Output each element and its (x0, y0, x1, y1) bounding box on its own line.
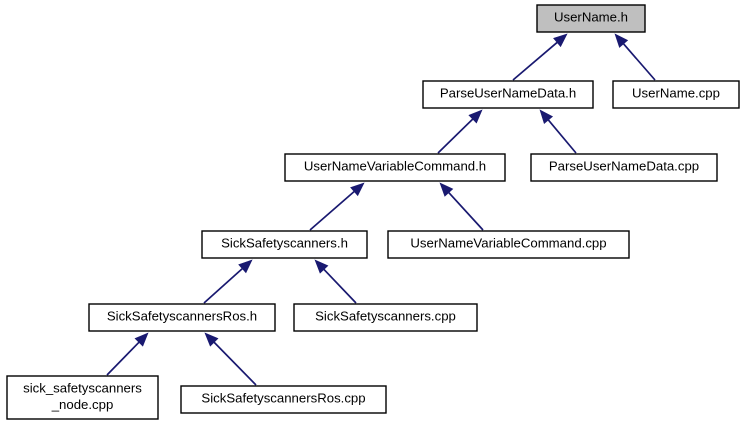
graph-node-sicksafetyscannersros-h[interactable]: SickSafetyscannersRos.hSickSafetyscanner… (88, 303, 276, 332)
edge-arrowhead-icon (614, 33, 629, 48)
node-box[interactable] (201, 230, 368, 259)
graph-node-usernamevariablecommand-h[interactable]: UserNameVariableCommand.hUserNameVariabl… (284, 153, 506, 182)
node-label-line: UserName.cpp (632, 86, 720, 101)
dependency-edge (437, 109, 483, 154)
node-box[interactable] (387, 230, 630, 259)
node-label-line: UserNameVariableCommand.h (304, 159, 486, 174)
graph-node-sicksafetyscannersros-cpp[interactable]: SickSafetyscannersRos.cppSickSafetyscann… (180, 385, 387, 414)
graph-node-parseusernamedata-cpp[interactable]: ParseUserNameData.cppParseUserNameData.c… (530, 153, 718, 182)
node-label: SickSafetyscanners.cpp (315, 309, 456, 324)
edge-arrowhead-icon (553, 33, 568, 48)
node-label-line: SickSafetyscanners.cpp (315, 309, 456, 324)
edges-layer (106, 33, 656, 386)
node-box[interactable] (88, 303, 276, 332)
edge-line (622, 43, 656, 81)
edge-arrowhead-icon (238, 259, 253, 274)
graph-node-sick-safetyscanners-node-cpp[interactable]: sick_safetyscanners_node.cppsick_safetys… (6, 375, 159, 420)
node-box[interactable] (530, 153, 718, 182)
edge-arrowhead-icon (134, 332, 149, 347)
graph-node-usernamevariablecommand-cpp[interactable]: UserNameVariableCommand.cppUserNameVaria… (387, 230, 630, 259)
node-label-line: ParseUserNameData.cpp (549, 159, 699, 174)
dependency-edge (439, 182, 484, 231)
dependency-edge (106, 332, 149, 376)
node-box[interactable] (284, 153, 506, 182)
edge-line (106, 341, 140, 376)
node-label: SickSafetyscannersRos.cpp (201, 391, 365, 406)
node-label: ParseUserNameData.cpp (549, 159, 699, 174)
dependency-edge (309, 182, 365, 231)
node-label: UserNameVariableCommand.cpp (410, 236, 606, 251)
nodes-layer: UserName.hUserName.hParseUserNameData.hP… (6, 4, 740, 420)
graph-node-sicksafetyscanners-cpp[interactable]: SickSafetyscanners.cppSickSafetyscanners… (293, 303, 478, 332)
edge-arrowhead-icon (314, 259, 329, 274)
edge-arrowhead-icon (204, 332, 219, 347)
node-label-line: sick_safetyscanners (23, 381, 142, 396)
node-label: SickSafetyscanners.h (221, 236, 348, 251)
node-box[interactable] (180, 385, 387, 414)
dependency-edge (512, 33, 568, 81)
node-box[interactable] (293, 303, 478, 332)
node-label: UserName.h (554, 10, 628, 25)
edge-line (309, 190, 355, 231)
node-box[interactable] (6, 375, 159, 420)
dependency-edge (204, 332, 257, 386)
edge-line (213, 341, 257, 386)
edge-line (547, 119, 577, 154)
node-label: UserNameVariableCommand.h (304, 159, 486, 174)
dependency-edge (614, 33, 656, 81)
node-label-line: UserName.h (554, 10, 628, 25)
node-label-line: SickSafetyscanners.h (221, 236, 348, 251)
node-label: SickSafetyscannersRos.h (107, 309, 257, 324)
node-label-line: _node.cpp (51, 397, 114, 412)
node-box[interactable] (536, 4, 646, 33)
edge-arrowhead-icon (439, 182, 454, 197)
node-label: sick_safetyscanners_node.cpp (23, 381, 142, 413)
dependency-edge (539, 109, 577, 154)
node-label-line: SickSafetyscannersRos.h (107, 309, 257, 324)
dependency-edge (314, 259, 357, 304)
node-label-line: ParseUserNameData.h (440, 86, 576, 101)
edge-arrowhead-icon (468, 109, 483, 124)
edge-line (512, 41, 558, 81)
edge-line (437, 118, 474, 154)
node-label-line: UserNameVariableCommand.cpp (410, 236, 606, 251)
node-label: UserName.cpp (632, 86, 720, 101)
node-label: ParseUserNameData.h (440, 86, 576, 101)
edge-line (448, 192, 484, 231)
node-box[interactable] (422, 80, 594, 109)
edge-line (203, 268, 243, 304)
node-box[interactable] (612, 80, 740, 109)
edge-line (323, 268, 357, 304)
dependency-edge (203, 259, 253, 304)
node-label-line: SickSafetyscannersRos.cpp (201, 391, 365, 406)
edge-arrowhead-icon (539, 109, 554, 124)
edge-arrowhead-icon (350, 182, 365, 197)
